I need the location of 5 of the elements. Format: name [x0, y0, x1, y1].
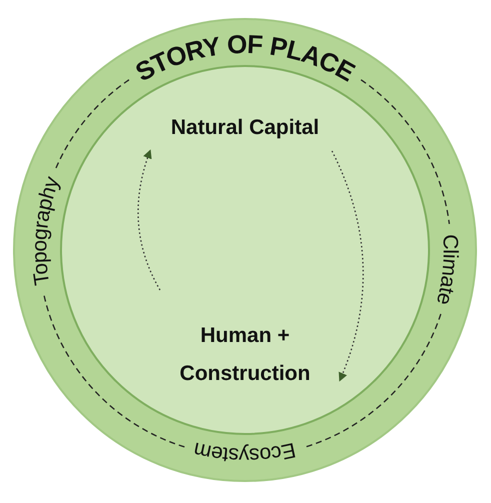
node-label: Natural Capital — [170, 114, 320, 141]
node-label: Human + Construction — [178, 323, 312, 387]
ring-label: Ecosystem — [191, 438, 298, 467]
arrow — [138, 149, 161, 290]
arrow — [331, 150, 364, 382]
